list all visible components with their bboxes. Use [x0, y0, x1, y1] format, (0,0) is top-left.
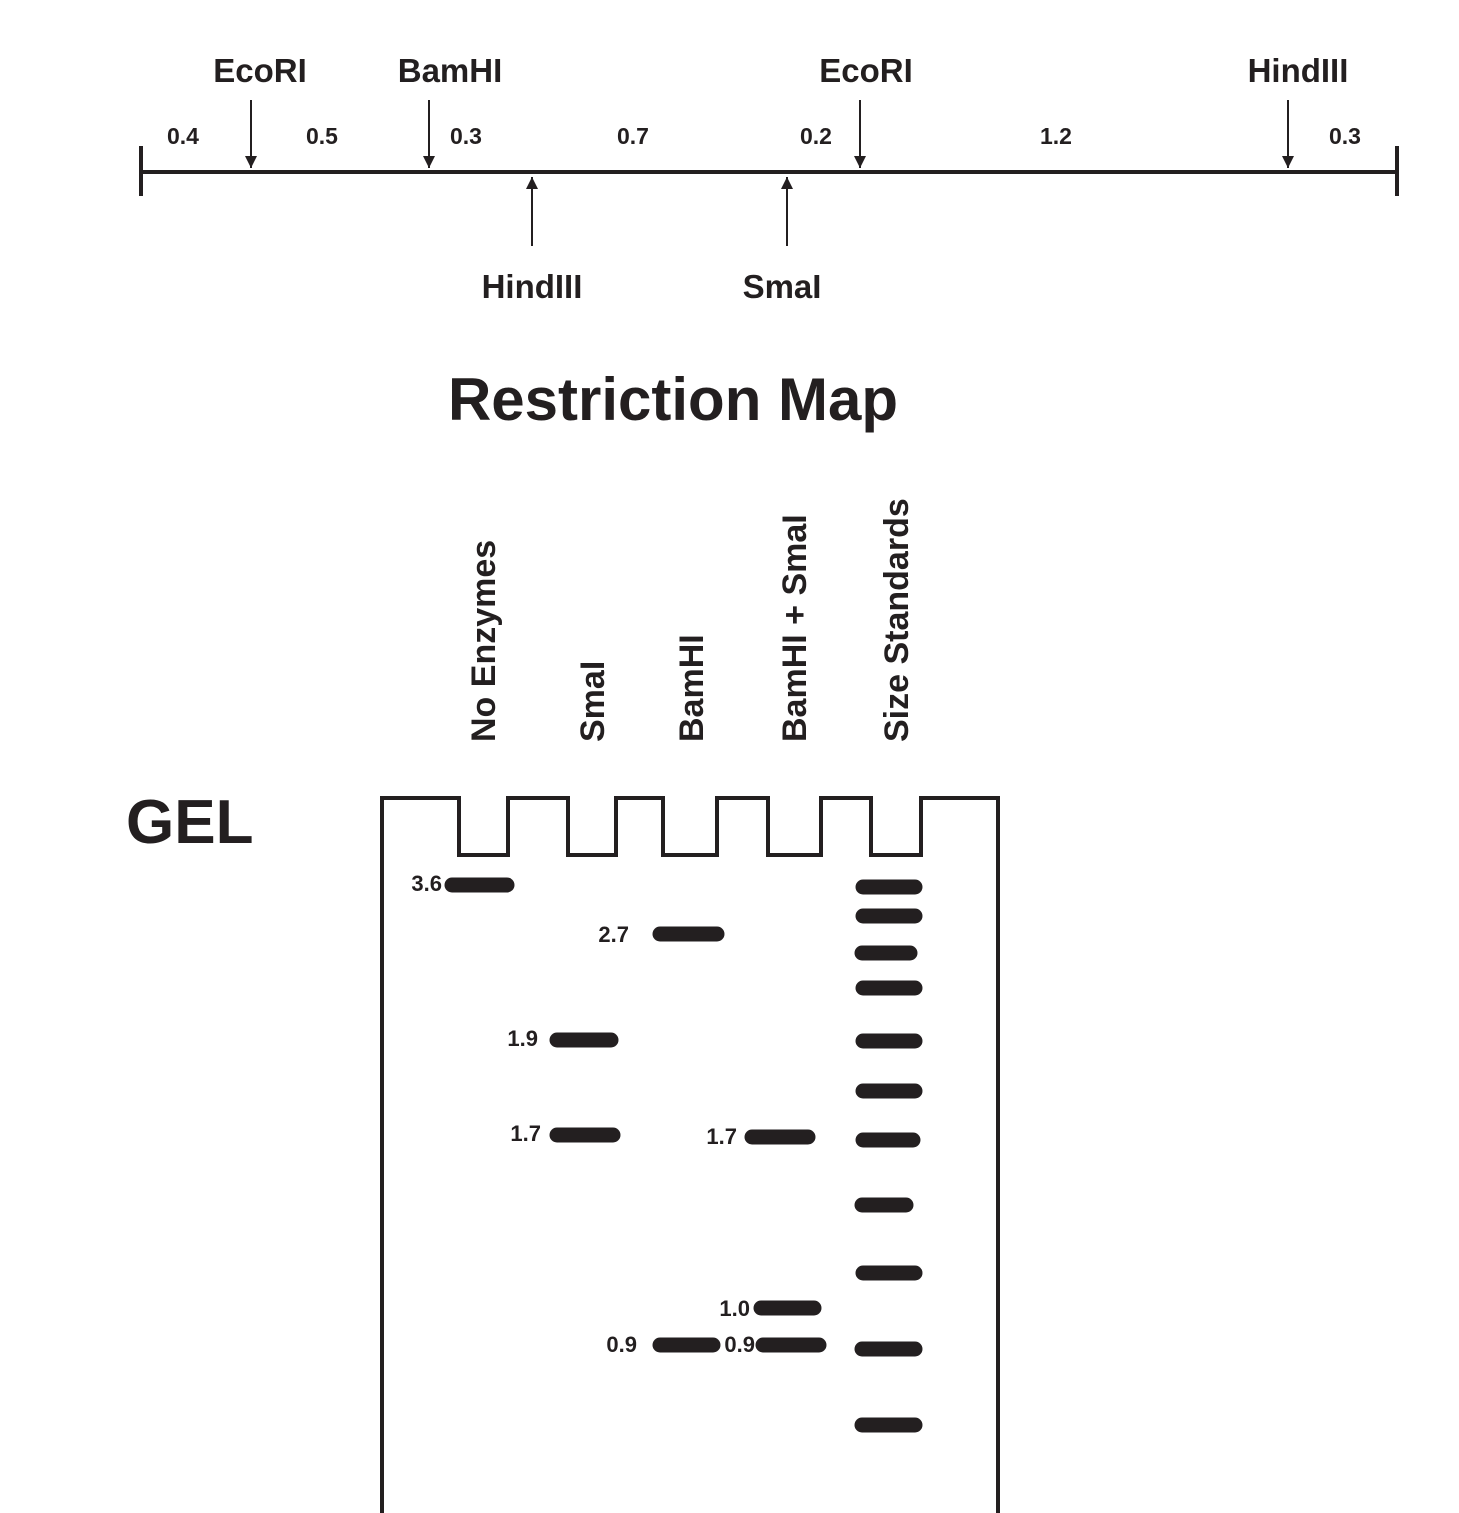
cut-site-bottom-hindiii: HindIII: [482, 177, 583, 305]
lane-label-size-standards: Size Standards: [878, 498, 916, 742]
enzyme-label: BamHI: [398, 52, 503, 89]
enzyme-label: EcoRI: [213, 52, 307, 89]
lane-label-no-enzymes: No Enzymes: [465, 540, 503, 742]
band-label: 1.7: [510, 1121, 541, 1146]
cut-site-top-hindiii: HindIII: [1248, 52, 1349, 168]
lane-label-bamhi-smai: BamHI + SmaI: [776, 514, 814, 742]
enzyme-label: HindIII: [482, 268, 583, 305]
cut-site-top-ecori-1: EcoRI: [213, 52, 307, 168]
segment-length: 0.4: [167, 123, 199, 149]
cut-site-top-ecori-2: EcoRI: [819, 52, 913, 168]
cut-site-top-bamhi: BamHI: [398, 52, 503, 168]
band-label: 3.6: [411, 871, 442, 896]
restriction-map: EcoRI BamHI EcoRI HindIII HindIII SmaI 0…: [139, 52, 1399, 433]
band-label: 1.0: [719, 1296, 750, 1321]
enzyme-label: HindIII: [1248, 52, 1349, 89]
lane-label-bamhi: BamHI: [673, 634, 711, 742]
lane-label-smai: SmaI: [574, 661, 612, 742]
segment-length: 0.3: [450, 123, 482, 149]
segment-length: 1.2: [1040, 123, 1072, 149]
band-label: 1.9: [507, 1026, 538, 1051]
gel-outline: [380, 796, 1000, 1513]
segment-length: 0.7: [617, 123, 649, 149]
size-standard-ladder: [854, 879, 923, 1433]
segment-length: 0.5: [306, 123, 338, 149]
segment-length: 0.2: [800, 123, 832, 149]
band-label: 0.9: [724, 1332, 755, 1357]
band-label: 2.7: [598, 922, 629, 947]
enzyme-label: EcoRI: [819, 52, 913, 89]
cut-site-bottom-smai: SmaI: [743, 177, 822, 305]
gel-section: GEL No Enzymes SmaI BamHI BamHI + SmaI S…: [126, 498, 1000, 1513]
enzyme-label: SmaI: [743, 268, 822, 305]
gel-title: GEL: [126, 788, 253, 857]
band-label: 0.9: [606, 1332, 637, 1357]
band-label: 1.7: [706, 1124, 737, 1149]
map-title: Restriction Map: [448, 366, 898, 433]
segment-length: 0.3: [1329, 123, 1361, 149]
